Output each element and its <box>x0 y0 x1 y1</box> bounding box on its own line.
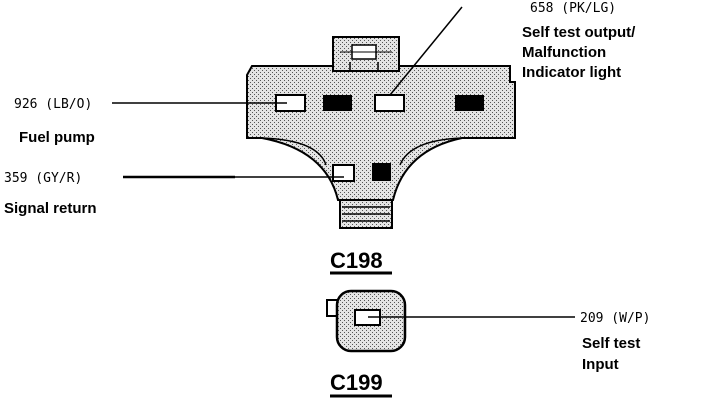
circuit-code-926: 926 (LB/O) <box>14 97 92 112</box>
circuit-desc-658-line1: Self test output/ <box>522 24 636 41</box>
c198-cavity-empty <box>455 95 484 111</box>
leader-line-658 <box>389 6 463 96</box>
connector-id-c198: C198 <box>330 248 383 273</box>
circuit-desc-209-line2: Input <box>582 356 619 373</box>
leader-lines <box>112 6 575 318</box>
circuit-code-359: 359 (GY/R) <box>4 171 82 186</box>
circuit-desc-926: Fuel pump <box>19 129 95 146</box>
connector-id-c199: C199 <box>330 370 383 395</box>
circuit-desc-658-line2: Malfunction <box>522 44 606 61</box>
c198-cavity-658 <box>374 94 405 112</box>
c198-cavity-359 <box>332 164 355 182</box>
c198-seam-left <box>261 137 327 166</box>
circuit-code-209: 209 (W/P) <box>580 311 650 326</box>
c199-connector <box>326 289 407 353</box>
c198-cavity-empty <box>323 95 352 111</box>
circuit-desc-209-line1: Self test <box>582 335 640 352</box>
c198-housing <box>246 65 516 201</box>
c198-connector <box>246 36 516 229</box>
circuit-code-658: 658 (PK/LG) <box>530 1 616 16</box>
c198-cavity-empty <box>372 163 391 181</box>
c198-seam-right <box>399 137 463 166</box>
circuit-desc-658-line3: Indicator light <box>522 64 621 81</box>
circuit-desc-359: Signal return <box>4 200 97 217</box>
